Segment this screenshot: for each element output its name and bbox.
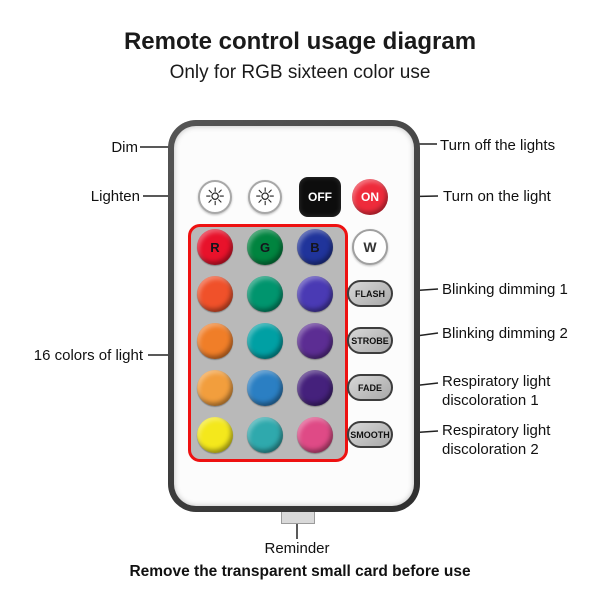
dim-button[interactable]: ☼ bbox=[248, 180, 282, 214]
color-button-r1c3[interactable]: B bbox=[297, 229, 333, 265]
color-button-r3c2[interactable] bbox=[247, 323, 283, 359]
label-turn-off: Turn off the lights bbox=[440, 137, 556, 154]
color-button-r2c1[interactable] bbox=[197, 276, 233, 312]
white-button[interactable]: W bbox=[352, 229, 388, 265]
off-button[interactable]: OFF bbox=[299, 177, 341, 217]
color-button-r3c3[interactable] bbox=[297, 323, 333, 359]
sun-icon: ☼ bbox=[204, 183, 226, 211]
label-blinking-dimming-1: Blinking dimming 1 bbox=[442, 281, 568, 298]
label-respiratory-2: Respiratory light discoloration 2 bbox=[442, 422, 551, 458]
footer-note: Remove the transparent small card before… bbox=[129, 563, 471, 580]
label-16-colors: 16 colors of light bbox=[33, 347, 143, 364]
label-lighten: Lighten bbox=[90, 188, 140, 205]
on-button[interactable]: ON bbox=[352, 179, 388, 215]
label-blinking-dimming-2: Blinking dimming 2 bbox=[442, 325, 568, 342]
sun-icon: ☼ bbox=[254, 183, 276, 211]
flash-button[interactable]: FLASH bbox=[347, 280, 393, 307]
color-button-r2c3[interactable] bbox=[297, 276, 333, 312]
fade-button[interactable]: FADE bbox=[347, 374, 393, 401]
color-button-r4c3[interactable] bbox=[297, 370, 333, 406]
label-turn-on: Turn on the light bbox=[443, 188, 551, 205]
lighten-button[interactable]: ☼ bbox=[198, 180, 232, 214]
color-button-r4c2[interactable] bbox=[247, 370, 283, 406]
page-subtitle: Only for RGB sixteen color use bbox=[169, 62, 431, 83]
strobe-button[interactable]: STROBE bbox=[347, 327, 393, 354]
color-button-r5c3[interactable] bbox=[297, 417, 333, 453]
color-button-r2c2[interactable] bbox=[247, 276, 283, 312]
page-title: Remote control usage diagram bbox=[123, 28, 477, 55]
smooth-button[interactable]: SMOOTH bbox=[347, 421, 393, 448]
label-respiratory-1: Respiratory light discoloration 1 bbox=[442, 373, 551, 409]
color-button-r5c1[interactable] bbox=[197, 417, 233, 453]
label-dim: Dim bbox=[111, 139, 138, 156]
color-button-r4c1[interactable] bbox=[197, 370, 233, 406]
label-reminder: Reminder bbox=[264, 540, 330, 557]
color-button-r1c1[interactable]: R bbox=[197, 229, 233, 265]
color-button-r3c1[interactable] bbox=[197, 323, 233, 359]
color-button-r5c2[interactable] bbox=[247, 417, 283, 453]
color-button-r1c2[interactable]: G bbox=[247, 229, 283, 265]
